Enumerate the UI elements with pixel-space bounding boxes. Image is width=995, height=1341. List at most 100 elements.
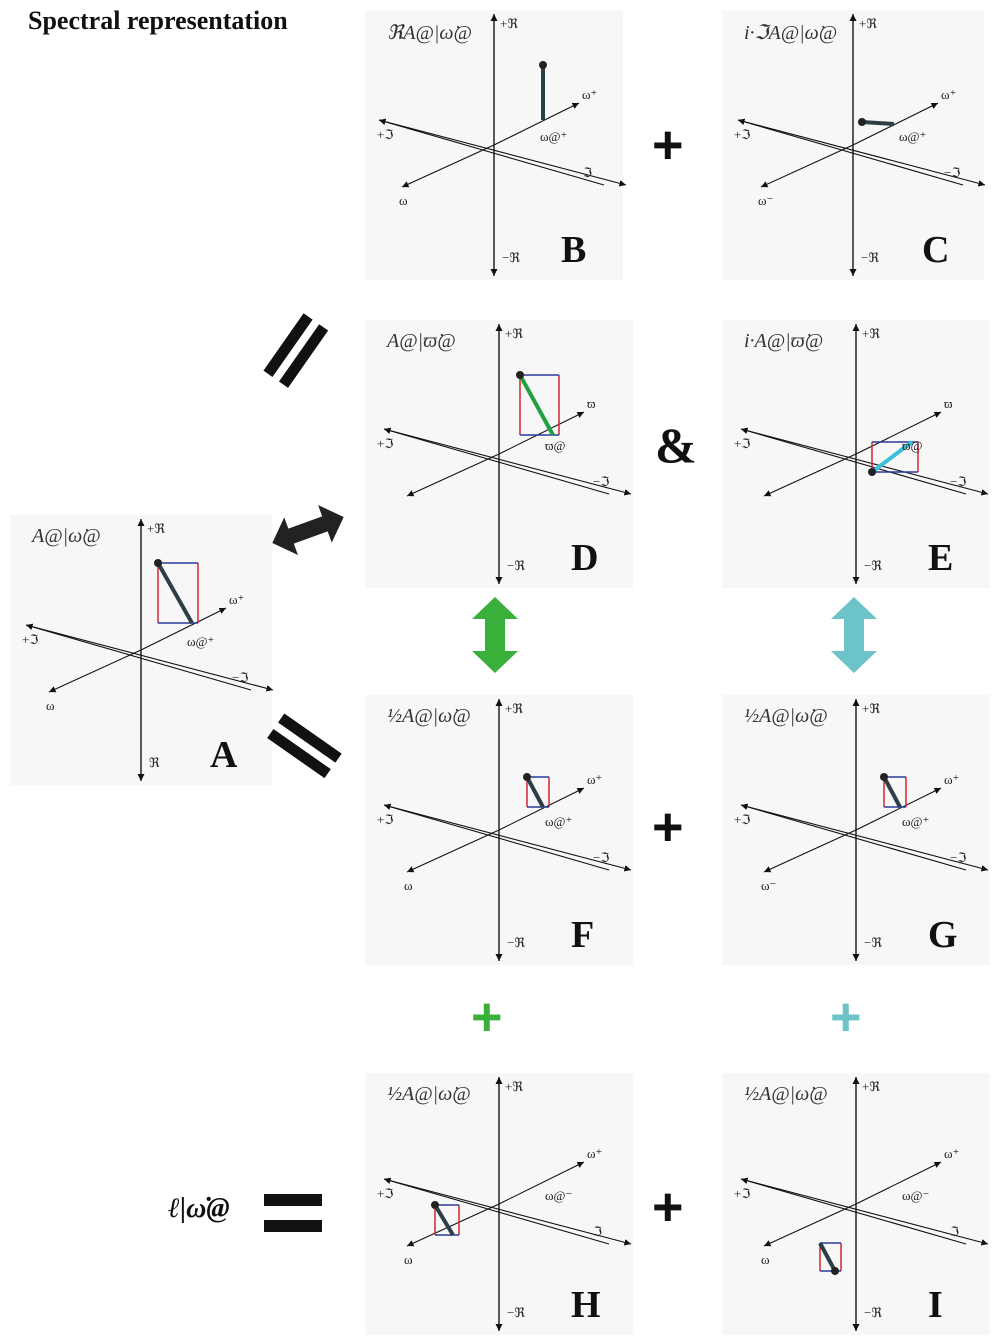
imag-axis-left (25, 623, 252, 691)
axis-label-imag-neg: −ℑ (232, 670, 249, 685)
axis-label-real-neg: −ℜ (864, 1305, 882, 1320)
panel-label: B (561, 229, 587, 271)
axis-label-real-pos: +ℜ (505, 326, 523, 341)
axis-label-omega-at: ω@⁻ (545, 1188, 573, 1203)
axis-label-omega-pos: ϖ (587, 396, 596, 411)
axes-svg (383, 324, 632, 584)
omega-axis-neg (406, 1203, 500, 1247)
axis-label-imag-neg: −ℑ (593, 850, 610, 865)
plus-operator-bc: + (652, 115, 684, 175)
equals-sign-bottom (264, 1194, 322, 1232)
axis-label-imag-neg: −ℑ (950, 474, 967, 489)
axis-label-imag-pos: +ℑ (734, 127, 751, 142)
omega-axis-neg (406, 453, 500, 497)
axis-label-imag-pos: +ℑ (377, 1186, 394, 1201)
axis-label-omega-neg: ω (761, 1252, 770, 1267)
imag-axis-left (737, 118, 964, 186)
omega-axis-pos (855, 1161, 942, 1205)
imag-axis-right (740, 428, 989, 496)
plus-operator-cyan: + (830, 987, 862, 1047)
double-arrow-green (472, 597, 518, 673)
imag-axis-left (740, 427, 967, 495)
panel-label: H (571, 1284, 601, 1326)
panel-expression: i·A@|ϖ̇@ (744, 330, 824, 352)
equals-sign-upper (263, 313, 329, 388)
axis-label-imag-pos: +ℑ (734, 1186, 751, 1201)
panel-label: E (928, 537, 954, 579)
phasor-tip (523, 773, 531, 781)
imag-axis-left (740, 1177, 967, 1245)
axis-label-omega-neg: ω (404, 1252, 413, 1267)
axis-label-imag-neg: −ℑ (944, 165, 961, 180)
omega-axis-pos (493, 102, 580, 146)
axis-label-omega-at: ω@⁺ (540, 129, 568, 144)
omega-axis-neg (763, 829, 857, 873)
panel-expression: ½A@|ω̇@ (387, 705, 471, 727)
axis-label-real-pos: +ℜ (862, 1079, 880, 1094)
axes-svg (383, 1077, 632, 1331)
axis-label-omega-neg: ω (399, 193, 408, 208)
axis-label-omega-at: ω@⁺ (899, 129, 927, 144)
axes-svg (740, 1077, 989, 1331)
omega-axis-pos (498, 1161, 585, 1205)
axes-svg (740, 324, 989, 584)
phasor-tip (154, 559, 162, 567)
axis-label-real-neg: −ℜ (864, 558, 882, 573)
axis-label-imag-neg: ℑ (593, 1224, 603, 1239)
ampersand-operator-de: & (655, 417, 697, 473)
panel-expression: ½A@|ω̇@ (744, 705, 828, 727)
axis-label-real-neg: −ℜ (864, 935, 882, 950)
phasor-tip (431, 1201, 439, 1209)
phasor-line (870, 440, 914, 474)
omega-axis-neg (401, 144, 495, 188)
axis-label-omega-at: ω@⁺ (187, 634, 215, 649)
omega-axis-pos (855, 787, 942, 831)
axis-label-omega-pos: ϖ (944, 396, 953, 411)
double-arrow-black (272, 505, 344, 555)
axis-label-real-neg: −ℜ (507, 558, 525, 573)
omega-axis-pos (855, 411, 942, 455)
omega-axis-pos (498, 411, 585, 455)
axis-label-omega-pos: ω⁺ (941, 87, 957, 102)
axis-label-omega-neg: ω (404, 878, 413, 893)
omega-axis-neg (48, 649, 142, 693)
panel-label: F (571, 914, 595, 956)
plus-operator-fg: + (652, 797, 684, 857)
axis-label-real-neg: −ℜ (861, 250, 879, 265)
imag-axis-left (383, 1177, 610, 1245)
phasor-tip (880, 773, 888, 781)
omega-axis-neg (763, 453, 857, 497)
axis-label-real-neg: ℜ (149, 755, 160, 770)
equals-sign-lower (267, 713, 342, 779)
panel-expression: A@|ω̇@ (32, 525, 101, 547)
imag-axis-right (383, 1178, 632, 1246)
axis-label-real-pos: +ℜ (147, 521, 165, 536)
axis-label-imag-pos: +ℑ (734, 436, 751, 451)
axis-label-omega-at: ω@⁺ (545, 814, 573, 829)
imag-axis-right (378, 119, 627, 187)
axis-label-omega-neg: ω (46, 698, 55, 713)
imag-axis-left (740, 803, 967, 871)
axis-label-omega-at: ω@⁻ (902, 1188, 930, 1203)
phasor-line (882, 776, 902, 808)
axis-label-imag-neg: −ℑ (950, 850, 967, 865)
imag-axis-right (737, 119, 986, 187)
axis-label-real-pos: +ℜ (505, 1079, 523, 1094)
phasor-line (861, 120, 895, 126)
axis-label-omega-pos: ω⁺ (582, 87, 598, 102)
axis-label-imag-neg: ℑ (950, 1224, 960, 1239)
phasor-line (818, 1242, 837, 1272)
axis-label-imag-pos: +ℑ (734, 812, 751, 827)
axis-label-imag-pos: +ℑ (377, 436, 394, 451)
axis-label-imag-neg: ℑ (583, 165, 593, 180)
imag-axis-right (740, 1178, 989, 1246)
phasor-tip (516, 371, 524, 379)
